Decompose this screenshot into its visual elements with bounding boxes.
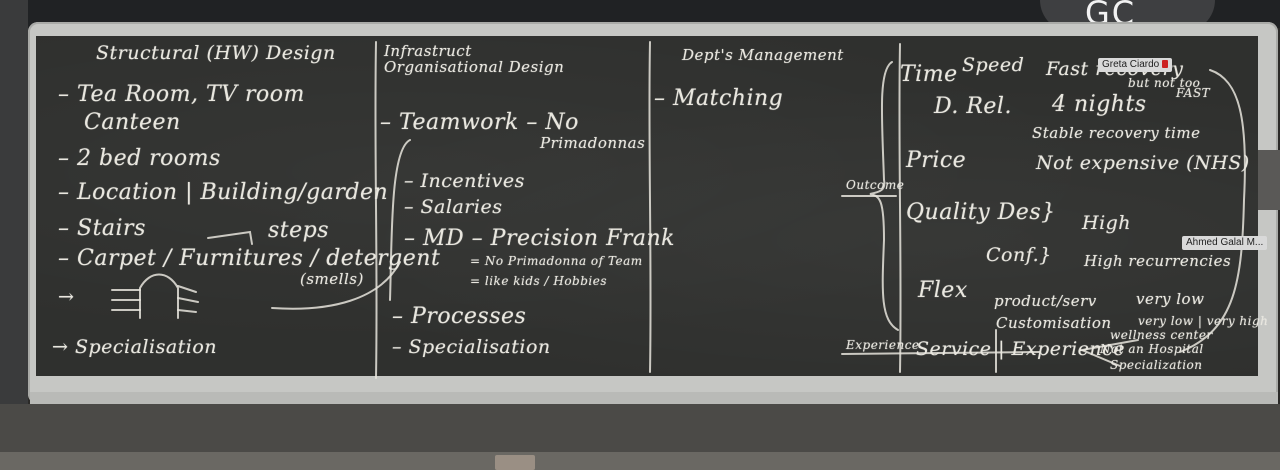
col4-but-not-too: but not too <box>1128 76 1201 90</box>
col2-item-processes: – Processes <box>392 304 527 329</box>
col1-item-specialisation: → Specialisation <box>52 336 218 358</box>
divider-3 <box>898 43 902 373</box>
col4-experience-label: Experience <box>846 338 920 352</box>
col3-item-matching: – Matching <box>654 86 784 111</box>
col4-customisation: Customisation <box>996 314 1112 332</box>
participant-tag-ahmed: Ahmed Galal M... <box>1182 236 1268 250</box>
col4-outcome-label: Outcome <box>846 178 905 192</box>
col4-not-expensive: Not expensive (NHS) <box>1036 152 1250 174</box>
col4-time: Time <box>900 62 958 87</box>
board-eraser <box>495 455 535 470</box>
col4-high-recurrencies: High recurrencies <box>1084 252 1232 270</box>
col4-quality-des: Quality Des} <box>906 200 1056 225</box>
col1-item-location: – Location | Building/garden <box>58 180 389 205</box>
col1-item-stairs: – Stairs <box>58 216 146 241</box>
chalk-rail <box>30 392 1278 406</box>
col4-product-serv: product/serv <box>994 292 1097 310</box>
divider-2 <box>648 41 652 373</box>
right-edge-object <box>1258 150 1280 210</box>
participant-name-ahmed: Ahmed Galal M... <box>1186 237 1264 248</box>
col1-item-arrow: → <box>58 286 75 308</box>
divider-1 <box>374 41 378 379</box>
col2-item-primadonnas: Primadonnas <box>540 134 646 152</box>
big-right-bracket <box>1179 69 1246 353</box>
stairs-sketch <box>207 230 253 245</box>
col2-item-salaries: – Salaries <box>404 196 503 218</box>
flex-arrow <box>1078 339 1139 367</box>
col2-item-teamwork: – Teamwork – No <box>380 110 579 135</box>
col4-specialization: Specialization <box>1110 358 1203 372</box>
col1-item-canteen: Canteen <box>84 110 181 135</box>
col1-item-bedrooms: – 2 bed rooms <box>58 146 221 171</box>
col1-title: Structural (HW) Design <box>96 42 336 64</box>
col2-title-line2: Organisational Design <box>384 58 565 76</box>
col2-item-specialisation: – Specialisation <box>392 336 551 358</box>
experience-line <box>841 351 1041 355</box>
col2-title-line1: Infrastruct <box>384 42 472 60</box>
col4-price: Price <box>906 148 967 173</box>
col2-item-incentives: – Incentives <box>404 170 525 192</box>
col2-bracket <box>389 139 411 301</box>
col2-item-no-primadonna: = No Primadonna of Team <box>470 254 643 268</box>
participant-tag-greta: Greta Ciardo <box>1098 58 1173 72</box>
col2-item-like-kids: = like kids / Hobbies <box>470 274 608 288</box>
col1-item-tearoom: – Tea Room, TV room <box>58 82 305 107</box>
participant-name-greta: Greta Ciardo <box>1102 59 1160 70</box>
col3-title: Dept's Management <box>682 46 844 64</box>
col2-item-md: – MD – Precision Frank <box>404 226 675 251</box>
outcome-brace <box>869 61 899 331</box>
muted-mic-icon <box>1162 60 1169 69</box>
col4-stable-recovery: Stable recovery time <box>1032 124 1201 142</box>
col1-item-carpet: – Carpet / Furnitures / detergent <box>58 246 441 271</box>
col4-fast: FAST <box>1176 86 1211 100</box>
col4-drel: D. Rel. <box>934 94 1012 119</box>
arch-drawing <box>139 273 179 319</box>
col4-not-an-hospital: Not an Hospital <box>1100 342 1204 356</box>
col4-flex: Flex <box>918 278 968 303</box>
col4-4-nights: 4 nights <box>1052 92 1147 117</box>
col1-item-steps: steps <box>268 218 330 243</box>
arch-steps <box>111 285 199 313</box>
lower-ledge <box>0 452 1280 470</box>
col4-service-experience: Service | Experience <box>916 338 1126 360</box>
left-wall <box>0 0 28 470</box>
col4-speed: Speed <box>962 54 1025 76</box>
col4-very-low: very low <box>1136 290 1205 308</box>
col4-wellness-center: wellness center <box>1110 328 1213 342</box>
blackboard <box>36 36 1258 376</box>
col1-item-smells: (smells) <box>300 270 364 288</box>
col2-return-arrow <box>271 261 401 310</box>
col4-conf: Conf.} <box>986 244 1052 266</box>
col4-very-low-very-high: very low | very high <box>1138 314 1269 328</box>
col4-high-1: High <box>1082 212 1132 234</box>
